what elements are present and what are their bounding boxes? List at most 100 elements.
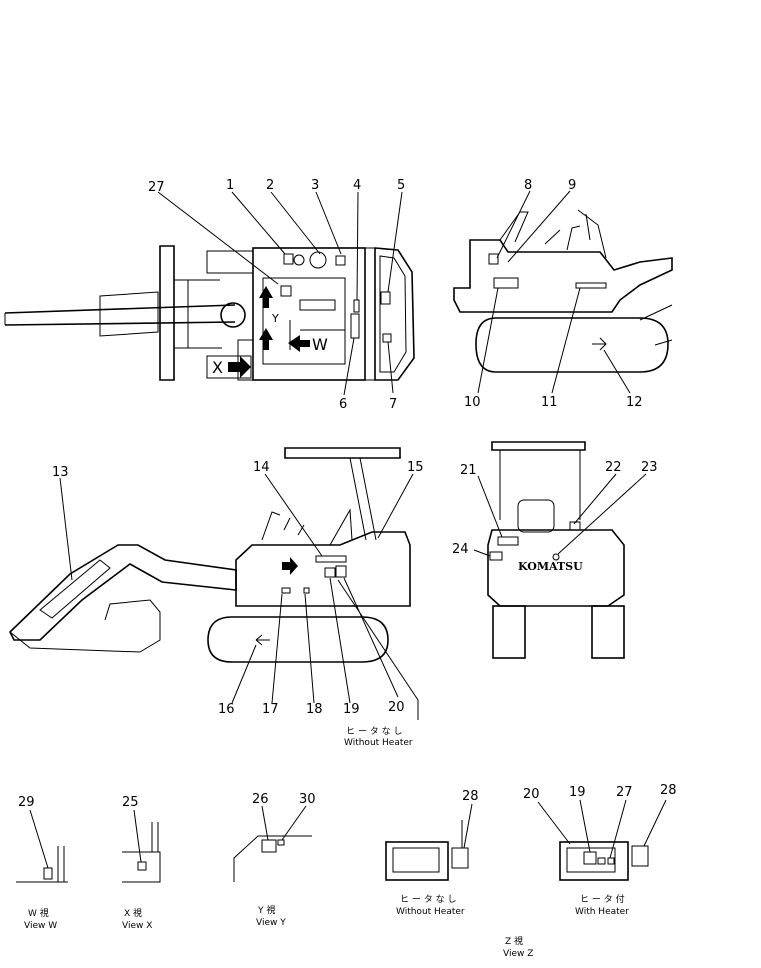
canopy-post xyxy=(349,457,377,541)
brand-komatsu: KOMATSU xyxy=(518,560,583,573)
decal-3 xyxy=(335,255,346,266)
rear-view: KOMATSU 21 22 23 24 xyxy=(452,441,658,659)
view-z1-leader xyxy=(461,803,473,849)
decal-2-a xyxy=(293,254,305,266)
view-x-panel xyxy=(122,822,161,883)
callout-20: 20 xyxy=(388,700,405,715)
marker-w: W xyxy=(312,335,328,354)
callout-20-b: 20 xyxy=(523,787,540,802)
caption-without-heater2-jp: ヒ ー タ な し xyxy=(400,894,456,905)
decal-24 xyxy=(489,551,503,561)
decal-27 xyxy=(280,285,292,297)
plan-arm xyxy=(4,304,236,326)
callout-2: 2 xyxy=(266,178,274,193)
decal-29 xyxy=(43,867,53,880)
decal-23 xyxy=(552,553,560,561)
callout-15: 15 xyxy=(407,460,424,475)
callout-28-a: 28 xyxy=(462,789,479,804)
callout-13: 13 xyxy=(52,465,69,480)
view-y-panel xyxy=(233,835,312,882)
side-arm-rest xyxy=(499,211,529,243)
plan-leaders xyxy=(157,191,403,396)
decal-1 xyxy=(283,253,294,265)
plan-floor xyxy=(262,277,346,365)
callout-17: 17 xyxy=(262,702,279,717)
side-view-right: 8 9 10 11 12 xyxy=(453,178,673,410)
arrow-z xyxy=(282,557,298,575)
callout-21: 21 xyxy=(460,463,477,478)
decal-6 xyxy=(350,313,360,339)
decal-11 xyxy=(575,282,607,289)
callout-16: 16 xyxy=(218,702,235,717)
side-track xyxy=(475,317,669,373)
callout-24: 24 xyxy=(452,542,469,557)
rear-canopy-roof xyxy=(491,441,586,451)
side-view-left: 13 14 15 16 17 18 19 20 ヒ ー タ な し Withou… xyxy=(9,447,424,748)
arm-bucket xyxy=(9,599,161,653)
decal-18 xyxy=(303,587,310,594)
view-z2-leaders xyxy=(537,799,667,859)
panel-with-heater xyxy=(559,841,629,881)
decal-5 xyxy=(380,291,391,305)
decal-19-b xyxy=(583,851,597,865)
callout-29: 29 xyxy=(18,795,35,810)
detail-view-x: 25 X 視 View X xyxy=(122,795,161,931)
callout-22: 22 xyxy=(605,460,622,475)
side-blade xyxy=(639,304,673,346)
callout-30: 30 xyxy=(299,792,316,807)
detail-view-w: 29 W 視 View W xyxy=(16,795,68,931)
caption-view-x-en: View X xyxy=(122,921,152,931)
decal-4 xyxy=(353,299,360,313)
callout-27: 27 xyxy=(148,180,165,195)
rear-seat xyxy=(517,499,555,533)
callout-4: 4 xyxy=(353,178,361,193)
view-w-panel xyxy=(16,846,68,883)
caption-view-w-jp: W 視 xyxy=(28,907,49,919)
plan-controls xyxy=(289,299,345,350)
caption-without-heater-en: Without Heater xyxy=(344,738,413,748)
levers xyxy=(261,511,305,541)
decal-26 xyxy=(261,839,277,853)
callout-10: 10 xyxy=(464,395,481,410)
caption-view-x-jp: X 視 xyxy=(124,907,142,919)
callout-26: 26 xyxy=(252,792,269,807)
view-y-leaders xyxy=(261,805,307,841)
panel-without-heater xyxy=(385,841,449,881)
decal-28-a xyxy=(451,847,469,869)
callout-19: 19 xyxy=(343,702,360,717)
caption-with-heater-jp: ヒ ー タ 付 xyxy=(580,894,625,905)
caption-view-z-en: View Z xyxy=(503,949,533,959)
caption-view-y-jp: Y 視 xyxy=(257,904,275,916)
callout-3: 3 xyxy=(311,178,319,193)
callout-8: 8 xyxy=(524,178,532,193)
callout-6: 6 xyxy=(339,397,347,412)
boom-decal-13 xyxy=(39,559,111,619)
view-z-caption: Z 視 View Z xyxy=(503,935,533,959)
side-body xyxy=(453,239,673,313)
rear-track-left xyxy=(492,605,526,659)
plan-divider xyxy=(364,247,376,381)
callout-25: 25 xyxy=(122,795,139,810)
seat xyxy=(329,508,353,546)
plan-blade xyxy=(159,245,175,381)
boom xyxy=(9,544,237,641)
callout-28-b: 28 xyxy=(660,783,677,798)
decal-8 xyxy=(488,253,499,265)
decal-21 xyxy=(497,536,519,546)
decal-16-arrow xyxy=(255,634,270,646)
plan-engine-hood xyxy=(374,247,415,381)
plan-frame xyxy=(174,279,222,349)
panel-without-heater-inner xyxy=(392,847,440,873)
decal-10 xyxy=(493,277,519,289)
caption-view-w-en: View W xyxy=(24,921,57,931)
decal-20-b xyxy=(597,857,606,865)
callout-23: 23 xyxy=(641,460,658,475)
plan-counter xyxy=(206,250,254,274)
plan-view: Y W X 27 1 2 3 4 5 6 7 xyxy=(4,178,415,412)
mid-leaders xyxy=(59,473,419,720)
callout-9: 9 xyxy=(568,178,576,193)
canopy-roof xyxy=(284,447,401,459)
decal-25 xyxy=(137,861,147,871)
arrow-z-up xyxy=(259,328,273,350)
